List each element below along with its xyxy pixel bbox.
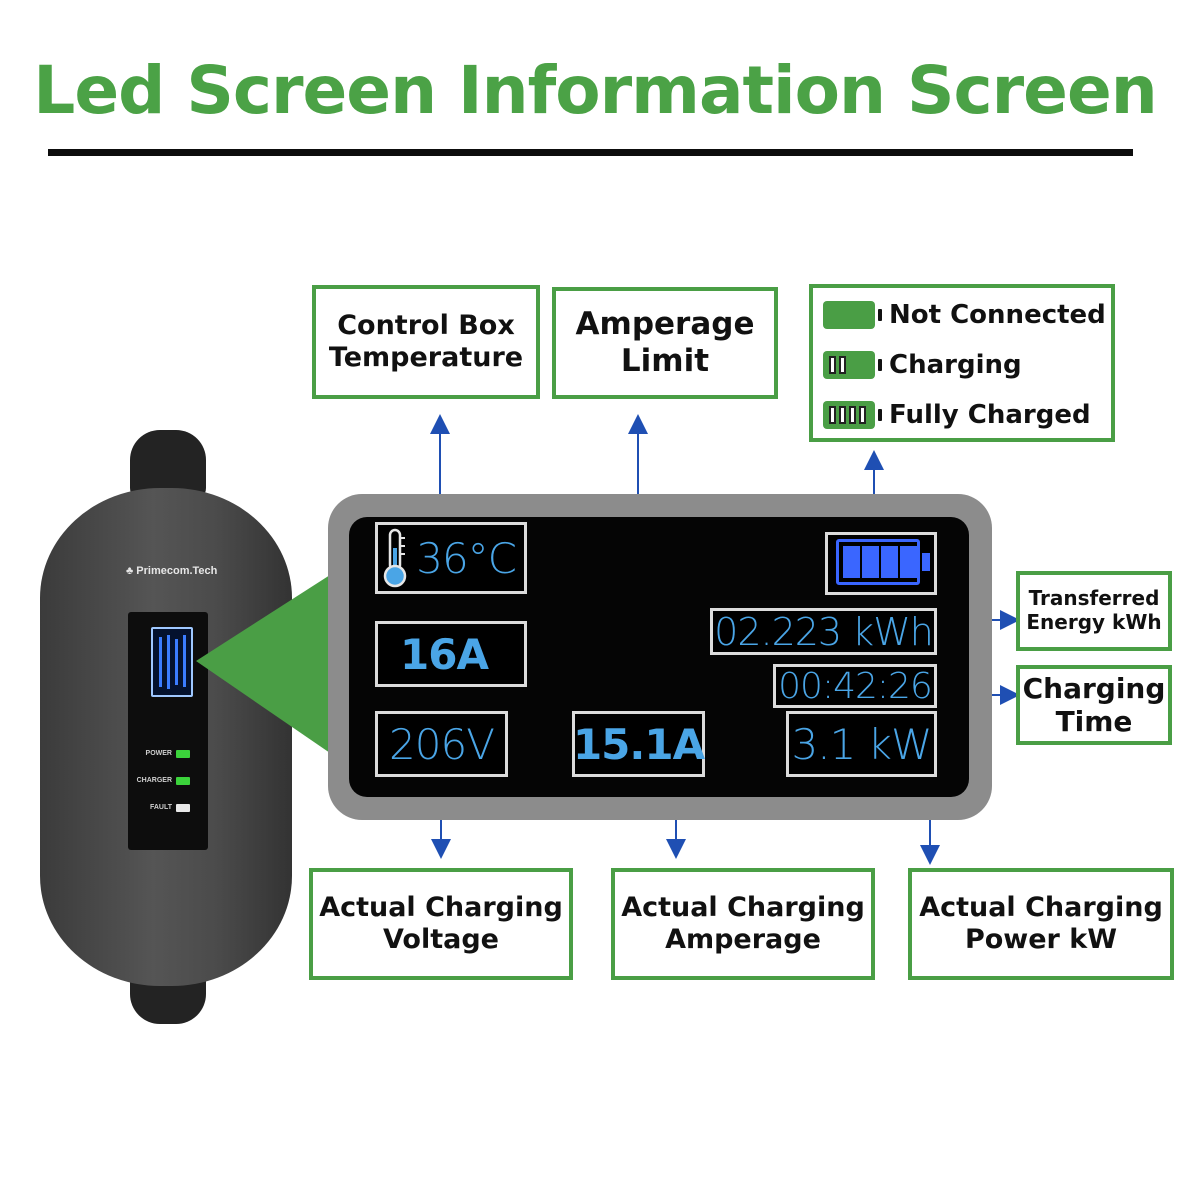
legend-fully-charged: Fully Charged	[823, 400, 1091, 431]
led-label-charger: CHARGER	[136, 777, 172, 784]
energy-display: 02.223 kWh	[710, 608, 937, 655]
title-divider	[48, 149, 1133, 156]
device-mini-lcd	[151, 627, 193, 697]
battery-full-icon	[823, 401, 882, 430]
led-label-fault: FAULT	[149, 804, 172, 811]
time-display: 00:42:26	[773, 664, 937, 708]
battery-status-legend: Not Connected Charging Fully Charged	[809, 284, 1115, 442]
thermometer-icon	[383, 528, 407, 588]
page-title: Led Screen Information Screen	[33, 52, 1157, 129]
charger-led	[176, 777, 190, 785]
fault-led	[176, 804, 190, 812]
power-display: 3.1 kW	[786, 711, 937, 777]
battery-full-screen-icon	[836, 539, 930, 585]
zoom-wedge	[196, 575, 330, 753]
amperage-limit-display: 16A	[375, 621, 527, 687]
battery-half-icon	[823, 351, 882, 380]
battery-empty-icon	[823, 301, 882, 330]
legend-not-connected: Not Connected	[823, 300, 1106, 331]
legend-charging: Charging	[823, 350, 1022, 381]
led-label-power: POWER	[145, 750, 172, 757]
amperage-display: 15.1A	[572, 711, 705, 777]
device-brand: ♣ Primecom.Tech	[126, 565, 218, 577]
power-led	[176, 750, 190, 758]
voltage-display: 206V	[375, 711, 508, 777]
leaf-icon: ♣	[126, 565, 137, 577]
